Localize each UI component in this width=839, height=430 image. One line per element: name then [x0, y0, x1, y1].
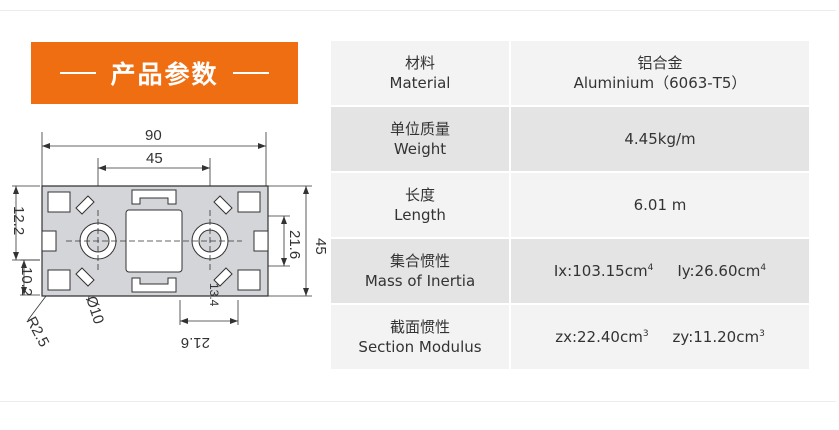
- spec-label-material: 材料 Material: [331, 41, 509, 105]
- spec-label-section-modulus: 截面惯性 Section Modulus: [331, 305, 509, 369]
- spec-value-material: 铝合金 Aluminium（6063-T5）: [509, 41, 809, 105]
- title-dash-right: [232, 72, 269, 74]
- spec-table: 材料 Material 铝合金 Aluminium（6063-T5） 单位质量 …: [331, 41, 809, 369]
- spec-label-inertia: 集合惯性 Mass of Inertia: [331, 239, 509, 303]
- section-title: 产品参数: [110, 60, 219, 89]
- dim-12-2: 12.2: [10, 206, 27, 235]
- dim-21-6-width: 21.6: [181, 334, 210, 351]
- spec-value-weight: 4.45kg/m: [509, 107, 809, 171]
- dim-21-6-height: 21.6: [286, 230, 303, 259]
- spec-value-section-modulus: zx:22.40cm3 zy:11.20cm3: [509, 305, 809, 369]
- spec-value-inertia: Ix:103.15cm4 Iy:26.60cm4: [509, 239, 809, 303]
- dim-90: 90: [145, 127, 162, 144]
- content-frame: [0, 10, 836, 402]
- dim-r2-5: R2.5: [22, 314, 52, 350]
- spec-label-length: 长度 Length: [331, 173, 509, 237]
- modulus-zx: zx:22.40cm3: [555, 328, 649, 346]
- title-dash-left: [60, 72, 97, 74]
- spec-label-weight: 单位质量 Weight: [331, 107, 509, 171]
- section-title-bar: 产品参数: [31, 42, 298, 104]
- dim-10-2: 10.2: [18, 267, 35, 296]
- modulus-zy: zy:11.20cm3: [672, 328, 765, 346]
- inertia-ix: Ix:103.15cm4: [553, 262, 654, 280]
- dim-45-width: 45: [146, 150, 163, 167]
- dim-diameter-10: Ø10: [82, 294, 107, 326]
- dim-45-height: 45: [312, 238, 329, 255]
- spec-value-length: 6.01 m: [509, 173, 809, 237]
- inertia-iy: Iy:26.60cm4: [677, 262, 767, 280]
- dim-13-4: 13.4: [207, 283, 221, 307]
- profile-drawing: 90 45 45 21.6 12.2 10.2 Ø10 R2.5 13.4 21…: [10, 127, 329, 351]
